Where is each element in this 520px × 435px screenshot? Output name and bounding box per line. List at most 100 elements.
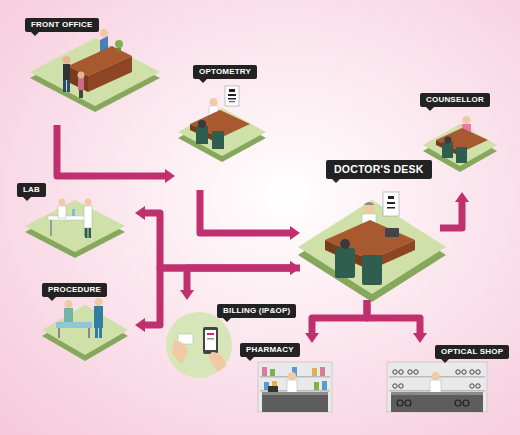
medicine [312, 368, 317, 376]
optical-shop-scene [387, 362, 487, 412]
station: LAB [14, 183, 135, 253]
chair [442, 142, 453, 158]
hand [172, 340, 188, 364]
flow-arrow [305, 300, 367, 343]
procedure-bed [56, 322, 92, 328]
arrow-head [305, 333, 319, 343]
patient-leg [63, 80, 66, 92]
lens [393, 370, 397, 374]
counsellor-head [463, 116, 471, 124]
eye-chart-mark [229, 89, 235, 92]
medicine [320, 367, 325, 376]
chair [212, 131, 224, 149]
optometrist-head [210, 98, 218, 106]
pharmacist-body [287, 380, 297, 394]
eye-chart-mark [228, 98, 236, 100]
station-tag: FRONT OFFICE [25, 18, 99, 32]
station-tag: LAB [17, 183, 46, 197]
arrow-head [165, 169, 175, 183]
station: BILLING (IP&OP) [165, 300, 305, 380]
shelf [258, 362, 332, 412]
tile-top [423, 124, 497, 166]
lens [455, 400, 461, 406]
arrow-line [312, 300, 367, 334]
arrow-head [180, 290, 194, 300]
surgeon-leg [95, 328, 98, 338]
desk-side [88, 56, 132, 92]
optician-head [432, 372, 440, 380]
chair [362, 255, 382, 285]
tile-top [25, 200, 125, 252]
eye-chart-mark [388, 196, 394, 199]
arrow-head [135, 318, 145, 332]
technician-head [85, 199, 92, 206]
station-tag: PHARMACY [240, 343, 300, 357]
hand [208, 352, 226, 372]
arrow-head [413, 333, 427, 343]
arrow-line [440, 201, 462, 228]
lens [399, 370, 403, 374]
pharmacy-scene [258, 362, 332, 412]
medicine [314, 382, 319, 390]
flow-arrow [367, 300, 427, 343]
patient-head [198, 120, 206, 128]
flow-arrow [180, 268, 300, 300]
patient-head [63, 56, 71, 64]
patient-body [63, 64, 70, 80]
chair [456, 147, 467, 163]
lens [405, 400, 411, 406]
lab-scene [25, 199, 125, 259]
eye-chart-mark [228, 94, 236, 96]
arrow-head [135, 206, 145, 220]
lens [393, 384, 397, 388]
flow-arrow [440, 192, 469, 228]
bed-leg [58, 328, 60, 338]
bench-leg [50, 220, 52, 236]
arrow-head [455, 192, 469, 202]
eye-chart-mark [387, 207, 395, 209]
lens [456, 370, 460, 374]
doctor-scene [298, 192, 446, 302]
medicine [270, 369, 275, 376]
surgeon-head [95, 298, 103, 306]
patient-leg [67, 80, 70, 92]
counter-top [262, 392, 328, 395]
station: COUNSELLOR [420, 93, 502, 192]
doctor-hair [364, 202, 375, 205]
station: FRONT OFFICE [22, 18, 162, 125]
surgeon-leg [99, 328, 102, 338]
station: OPTICAL SHOP [383, 343, 498, 428]
arrow-head [290, 226, 300, 240]
tile-top [30, 38, 160, 106]
surgeon-head [65, 300, 73, 308]
eye-chart [383, 192, 399, 216]
chair [335, 248, 355, 278]
tile-top [298, 200, 446, 294]
receptionist-head [100, 29, 108, 37]
station-tag: OPTOMETRY [193, 65, 257, 79]
lens [470, 370, 474, 374]
bed-leg [88, 328, 90, 338]
technician-leg [89, 228, 92, 238]
lens [476, 370, 480, 374]
station-tag: BILLING (IP&OP) [217, 304, 296, 318]
shelf [387, 362, 487, 412]
flow-arrow [57, 125, 175, 183]
surgeon-body [64, 308, 73, 322]
pharmacist-head [288, 372, 296, 380]
station: PHARMACY [238, 343, 333, 428]
medicine [262, 367, 267, 376]
tile-top [178, 108, 266, 156]
lens [397, 400, 403, 406]
arrow-line [200, 190, 291, 233]
arrow-line [367, 300, 420, 334]
display-spectacles [397, 400, 469, 406]
optician-body [430, 380, 441, 394]
front-office-scene [30, 29, 160, 112]
doctor-head [364, 203, 375, 214]
test-tube [72, 209, 75, 216]
child-leg [79, 90, 83, 98]
